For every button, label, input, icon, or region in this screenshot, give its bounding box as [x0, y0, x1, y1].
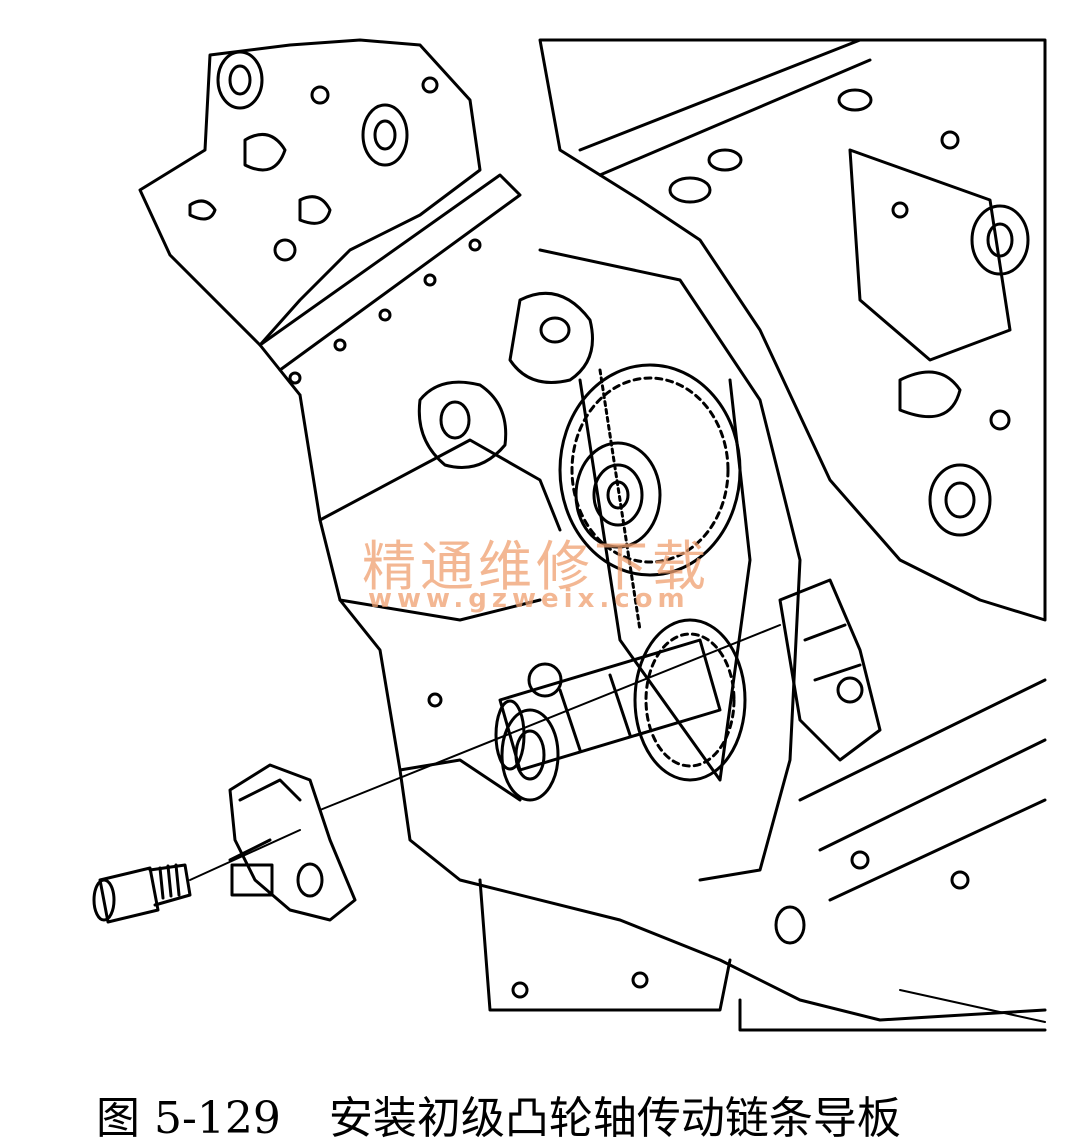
watermark-url: www.gzweix.com [368, 584, 690, 614]
engine-block-front [298, 248, 1047, 1032]
figure-number: 图 5-129 [96, 1093, 281, 1144]
head-gasket-strip [258, 173, 522, 397]
figure-title: 安装初级凸轮轴传动链条导板 [328, 1093, 901, 1144]
figure-caption: 图 5-129 安装初级凸轮轴传动链条导板 [96, 1082, 901, 1146]
installed-guide-bracket [778, 578, 882, 762]
camshaft [494, 638, 722, 772]
primary-chain-guide [228, 763, 357, 922]
engine-timing-illustration [92, 38, 1047, 1032]
guide-bolt [92, 863, 192, 924]
right-cylinder-head [538, 38, 1047, 622]
watermark-text: 精通维修下载 [362, 535, 710, 598]
left-cylinder-head [138, 38, 482, 347]
cam-sprockets-and-chain [558, 363, 752, 782]
installation-lines [189, 624, 1046, 1023]
